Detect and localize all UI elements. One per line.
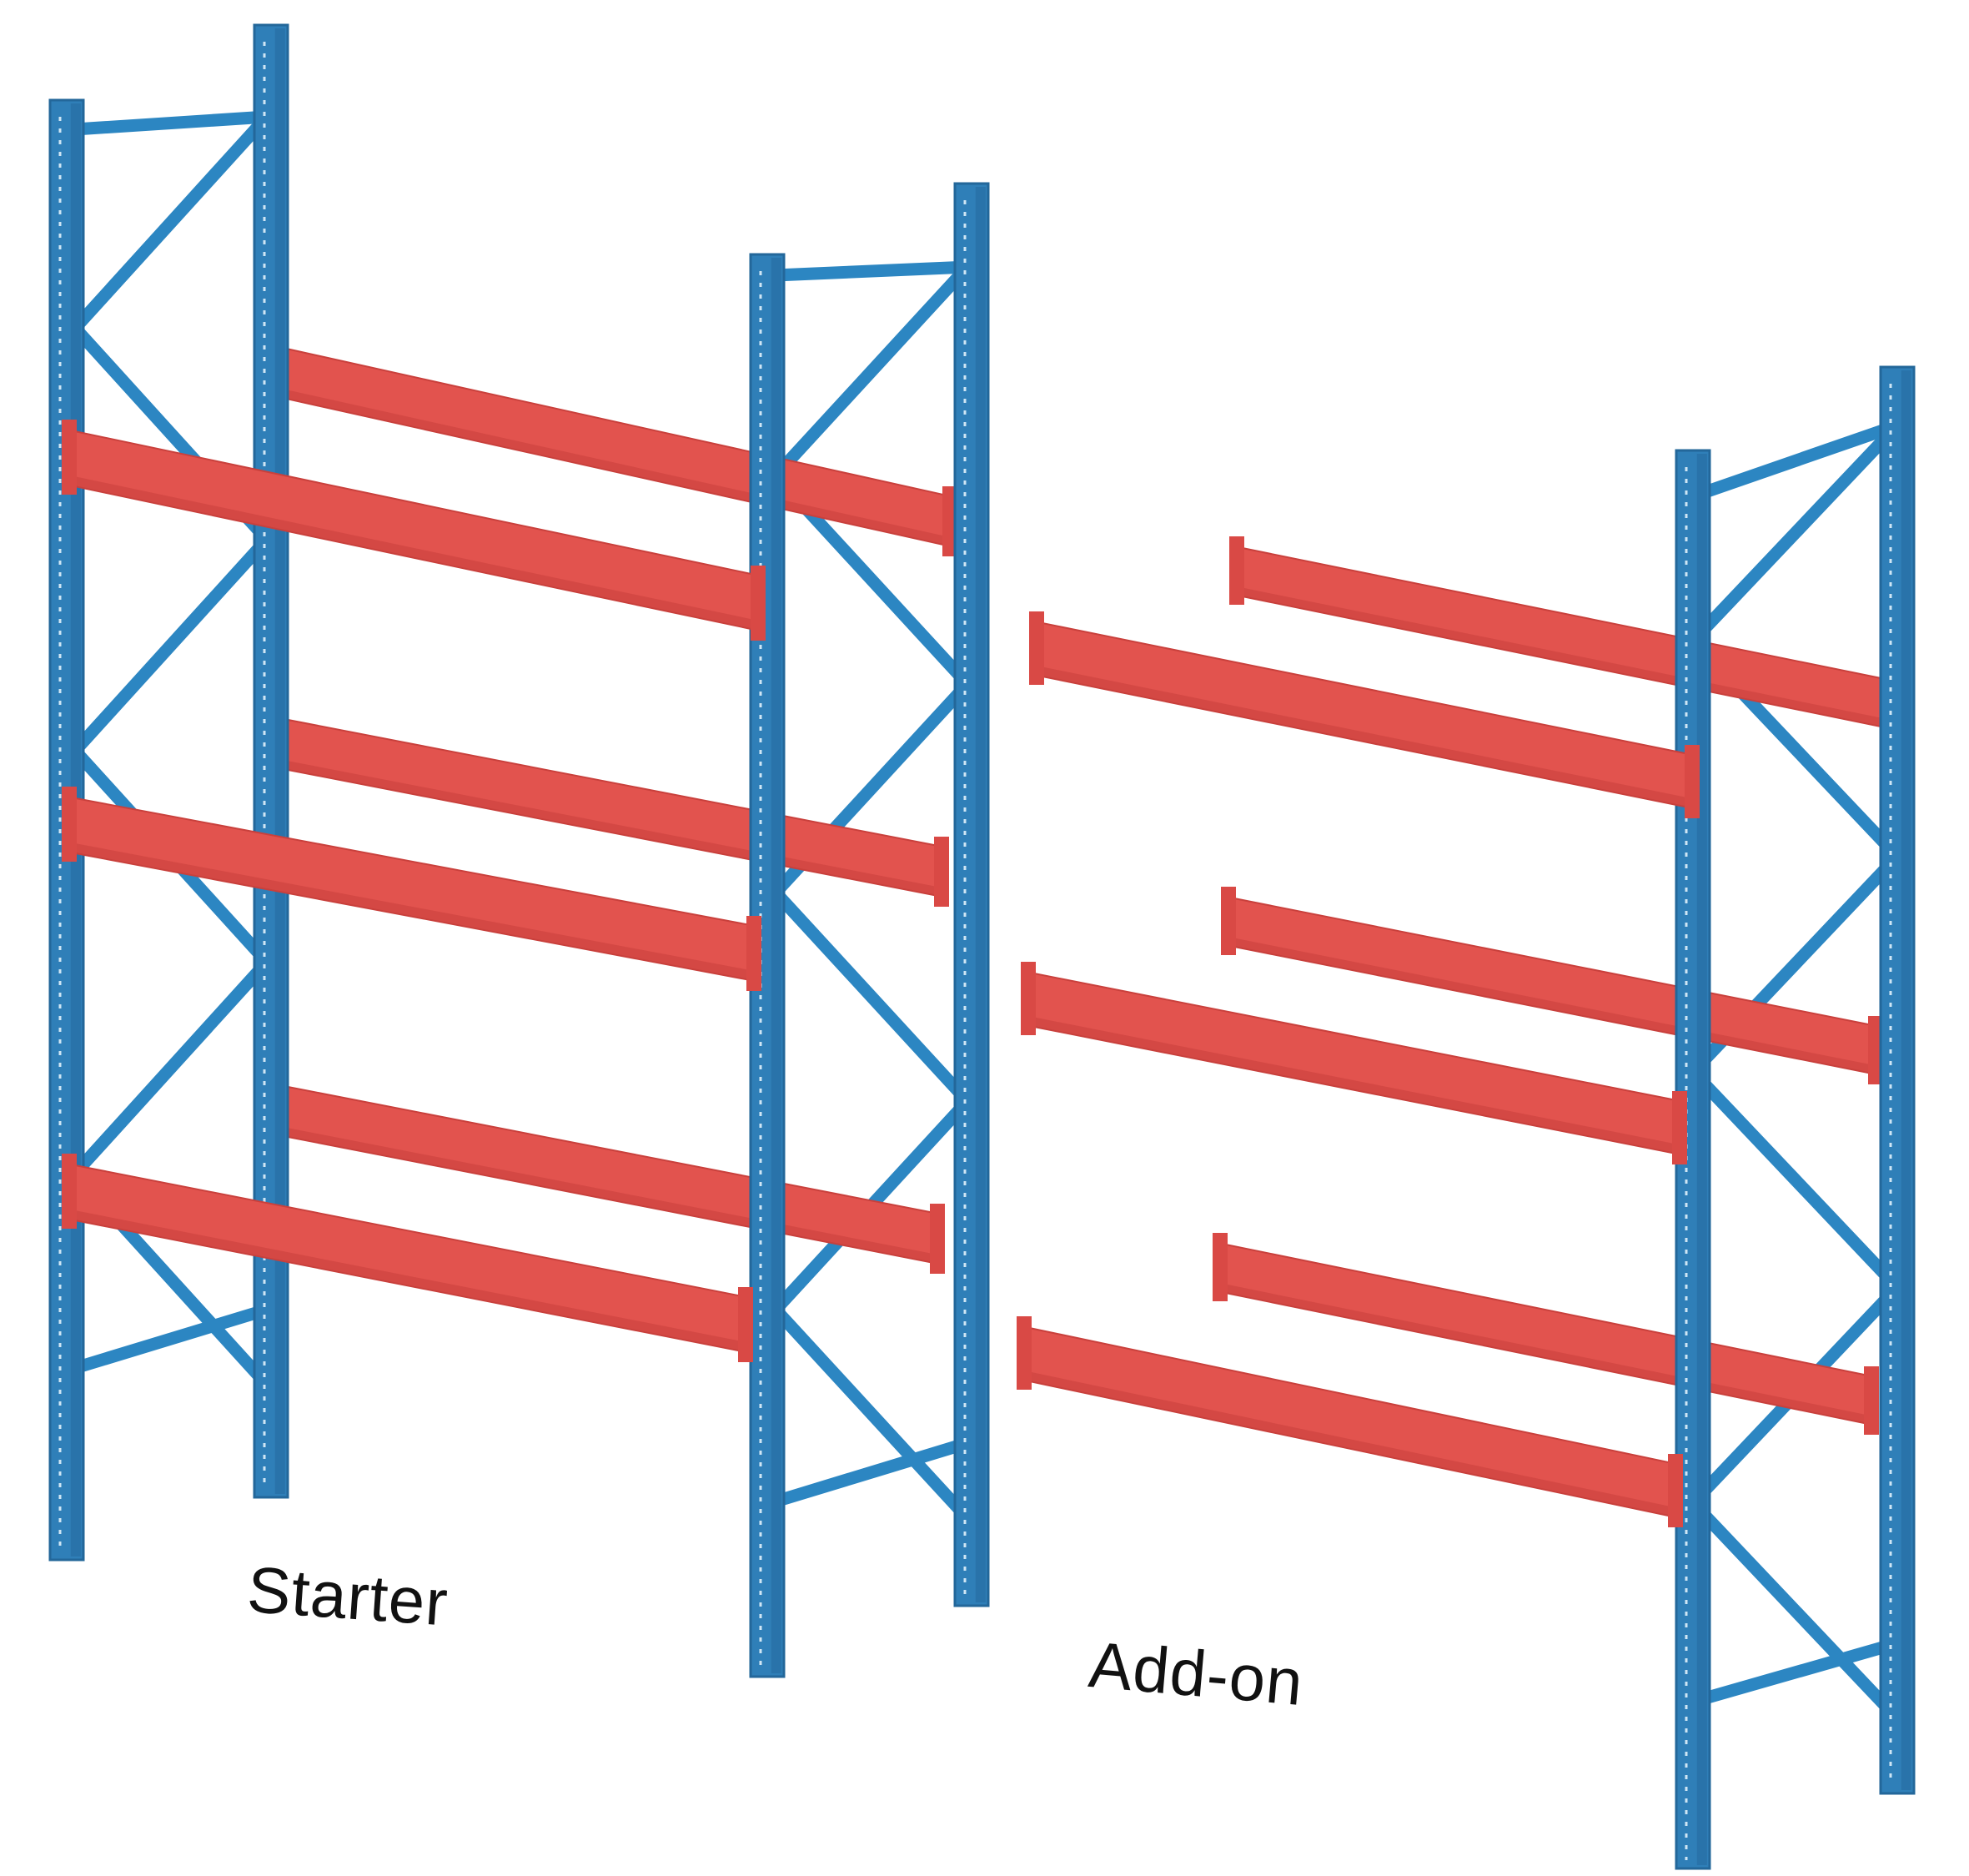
starter-front-beam-2: [62, 787, 761, 991]
frame1-diag-2: [68, 533, 274, 757]
starter-front-beam-3-end-left: [62, 1154, 77, 1229]
starter-front-beam-1-end-right: [751, 566, 766, 641]
frame1-rear-upright-side: [274, 28, 285, 1494]
addon-front-beam-1: [1029, 611, 1700, 818]
starter-front-beam-2-end-left: [62, 787, 77, 862]
addon-back-beam-1-end-left: [1229, 536, 1244, 605]
starter-front-beam-1-lip: [67, 475, 759, 631]
frame2-top-brace: [769, 260, 974, 282]
starter-back-beam-3-end-right: [930, 1204, 945, 1274]
starter-front-beam-3: [62, 1154, 753, 1362]
addon-back-beam-2-end-left: [1221, 887, 1236, 955]
addon-front-beam-1-end-right: [1685, 745, 1700, 818]
addon-front-beam-1-end-left: [1029, 611, 1044, 685]
frame2-front-upright-side: [771, 258, 781, 1673]
frame3-diag-0: [1686, 419, 1904, 647]
addon-front-beam-2: [1021, 962, 1687, 1164]
addon-front-beam-2-lip: [1026, 1015, 1680, 1154]
addon-back-beam-3-end-left: [1213, 1233, 1228, 1301]
addon-front-beam-3-end-right: [1668, 1454, 1683, 1527]
frame3-rear-upright-body: [1879, 365, 1916, 1795]
frame2-rear-upright-body: [953, 182, 990, 1607]
addon-front-beam-2-end-right: [1672, 1091, 1687, 1164]
addon-front-beam-1-lip: [1034, 665, 1693, 808]
frame3-rear-upright: [1879, 365, 1916, 1795]
frame3-top-brace: [1686, 419, 1904, 503]
addon-back-beam-1-lip: [1234, 586, 1889, 728]
frame3-diag-3: [1686, 1065, 1904, 1294]
frame3-bottom-brace: [1686, 1637, 1904, 1708]
frame2-diag-0: [769, 260, 974, 482]
addon-front-beam-3: [1017, 1316, 1683, 1527]
frame3-rear-upright-side: [1901, 370, 1911, 1790]
addon-front-beam-3-lip: [1022, 1370, 1676, 1517]
frame2-rear-upright-side: [975, 187, 986, 1602]
frame2-diag-5: [769, 1303, 974, 1525]
starter-back-beam-2-end-right: [934, 837, 949, 907]
frame3-front-upright-side: [1696, 454, 1707, 1865]
frame2-bottom-brace: [769, 1436, 974, 1508]
addon-back-beam-3-end-right: [1864, 1366, 1879, 1435]
frame1-bottom-brace: [68, 1303, 274, 1375]
frame2-diag-3: [769, 886, 974, 1108]
starter-front-beam-3-end-right: [738, 1287, 753, 1362]
addon-front-beam-2-end-left: [1021, 962, 1036, 1035]
frame3-diag-5: [1686, 1496, 1904, 1725]
frame2-rear-upright: [953, 182, 990, 1607]
starter-front-beam-1-end-left: [62, 420, 77, 495]
frame1-top-brace: [68, 110, 274, 136]
starter-label: Starter: [244, 1552, 451, 1640]
frame1-diag-0: [68, 110, 274, 334]
frame1-rear-upright: [253, 23, 289, 1499]
starter-front-beam-1: [62, 420, 766, 641]
starter-front-beam-2-lip: [67, 842, 755, 981]
addon-back-beam-2-lip: [1226, 936, 1876, 1074]
front-beams: [62, 420, 1700, 1527]
frame1-diag-4: [68, 955, 274, 1180]
starter-front-beam-3-lip: [67, 1209, 746, 1352]
addon-front-beam-3-end-left: [1017, 1316, 1032, 1390]
upright-posts: [48, 23, 1916, 1870]
starter-front-beam-2-end-right: [746, 916, 761, 991]
